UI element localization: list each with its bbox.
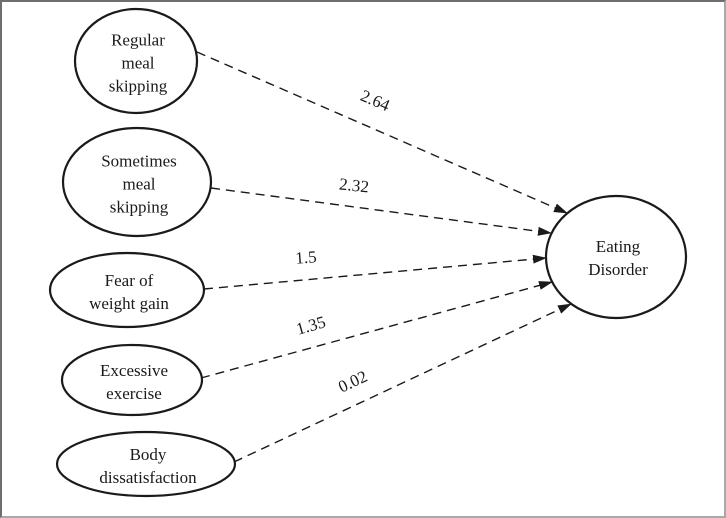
node-ellipse-body-dissatisfaction <box>55 430 237 498</box>
edge-excessive-exercise-to-eating-disorder <box>200 281 553 379</box>
node-ellipse-regular-meal-skipping <box>73 7 199 115</box>
edge-regular-meal-skipping-to-eating-disorder <box>196 51 568 214</box>
node-ellipse-fear-of-weight-gain <box>48 251 206 329</box>
node-ellipse-sometimes-meal-skipping <box>61 126 213 238</box>
node-ellipse-excessive-exercise <box>60 343 204 417</box>
edge-fear-of-weight-gain-to-eating-disorder <box>203 254 547 290</box>
node-ellipse-eating-disorder <box>544 194 688 320</box>
edge-sometimes-meal-skipping-to-eating-disorder <box>210 187 552 236</box>
edge-body-dissatisfaction-to-eating-disorder <box>233 303 572 463</box>
